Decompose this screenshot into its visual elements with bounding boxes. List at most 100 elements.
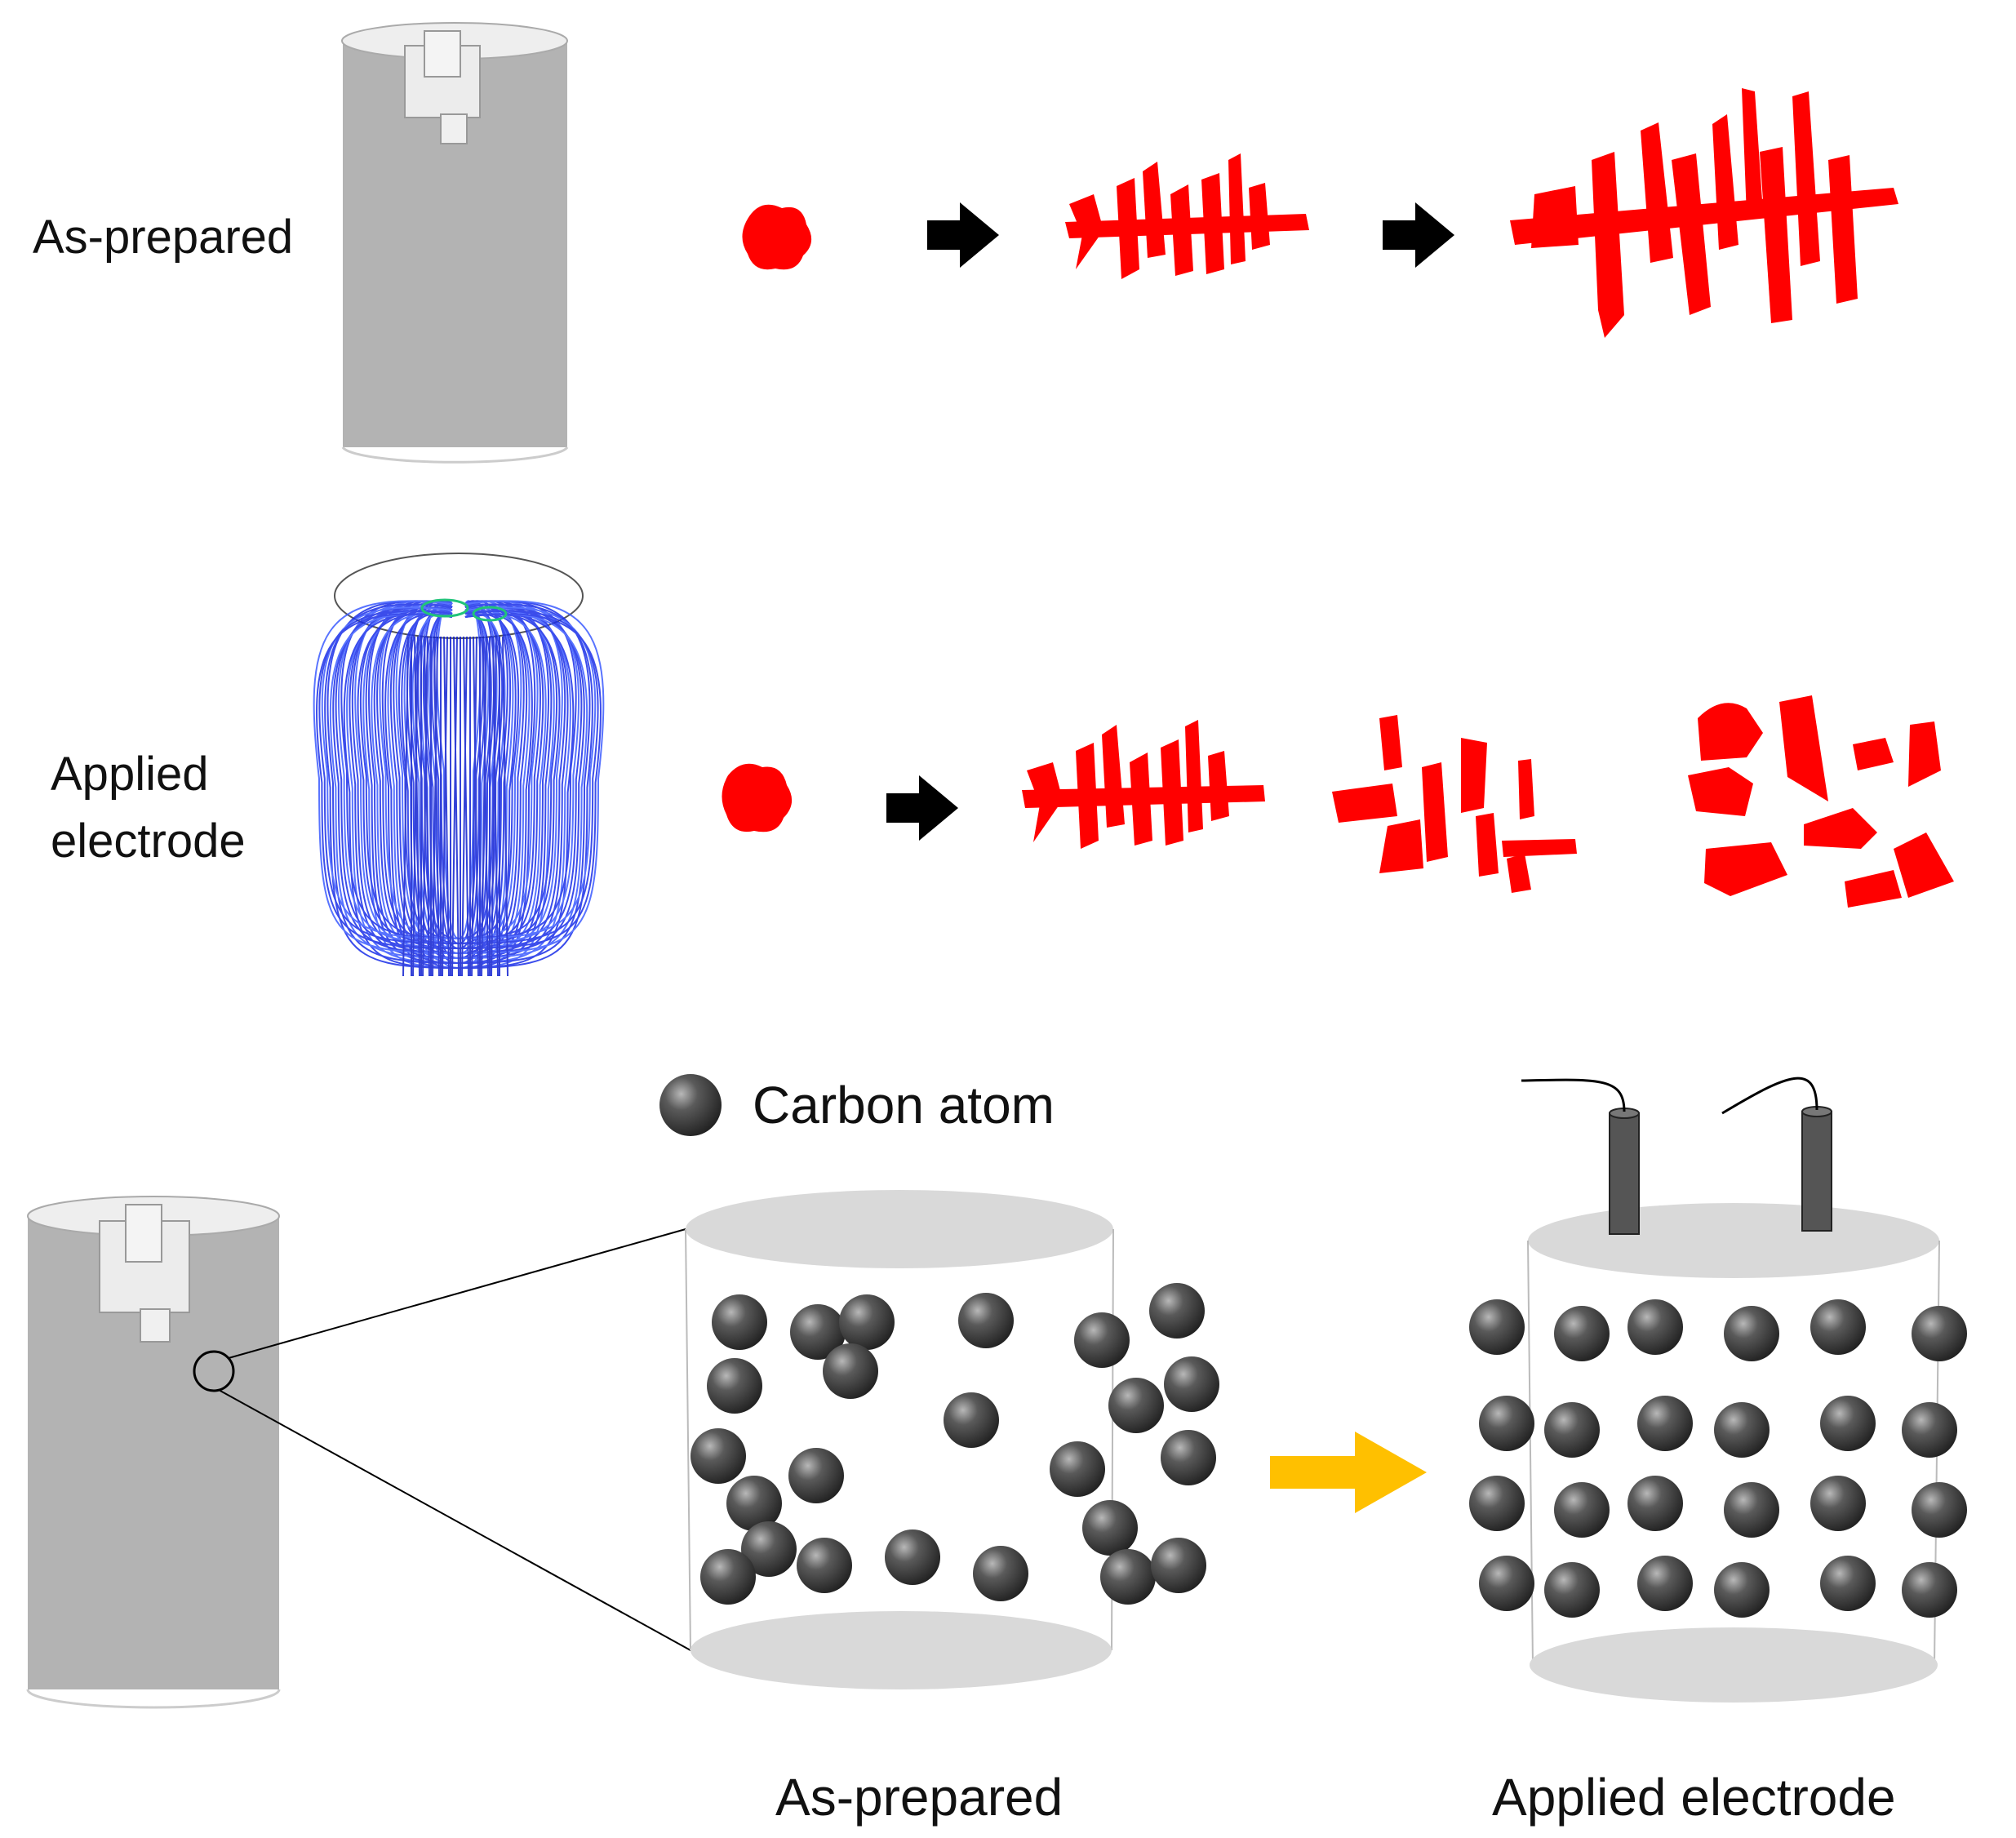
row-label-applied-line2: electrode — [51, 815, 246, 868]
carbon-atom — [944, 1392, 999, 1448]
carbon-atom — [1108, 1378, 1164, 1433]
streamline — [461, 636, 468, 977]
reactor-as-prepared-bottom — [26, 1196, 691, 1709]
carbon-atom — [1637, 1556, 1693, 1611]
carbon-atom — [1820, 1556, 1876, 1611]
carbon-atom — [788, 1448, 844, 1503]
electrode-rod-icon — [1521, 1078, 1640, 1235]
streamline — [453, 636, 460, 977]
carbon-atom — [1627, 1299, 1683, 1355]
carbon-atom — [1544, 1402, 1600, 1458]
carbon-atom — [1554, 1482, 1610, 1538]
carbon-atom — [797, 1538, 852, 1593]
carbon-atom — [1161, 1430, 1216, 1485]
carbon-atom — [1479, 1556, 1534, 1611]
carbon-atom — [839, 1294, 895, 1350]
streamline — [315, 613, 602, 950]
carbon-atom — [1724, 1306, 1779, 1361]
dendrite-medium-top — [1065, 153, 1309, 279]
electrode-rod-icon — [1721, 1077, 1832, 1232]
carbon-atom — [790, 1304, 846, 1360]
dendrite-fragments — [1688, 695, 1954, 908]
carbon-atom — [1810, 1476, 1866, 1531]
streamline — [491, 636, 497, 977]
dendrite-large-top — [1510, 88, 1898, 338]
nucleus-dot-top — [742, 204, 812, 270]
row-label-applied-line1: Applied — [51, 748, 209, 801]
carbon-atom — [741, 1521, 797, 1577]
streamline — [414, 636, 420, 977]
carbon-atom — [700, 1549, 756, 1605]
streamline — [492, 636, 499, 977]
right-arrow-icon — [886, 775, 958, 841]
streamline — [442, 636, 448, 977]
streamline — [432, 636, 438, 977]
cylinder-random-atoms — [685, 1190, 1219, 1689]
right-arrow-icon — [1270, 1432, 1427, 1513]
carbon-atom — [1554, 1306, 1610, 1361]
carbon-atom — [1469, 1299, 1525, 1355]
streamline — [473, 636, 479, 977]
reactor-streamlines — [313, 553, 605, 977]
carbon-atom — [1714, 1402, 1770, 1458]
carbon-atom — [958, 1293, 1014, 1348]
carbon-atom — [1820, 1396, 1876, 1451]
carbon-atom-icon — [659, 1074, 722, 1136]
dendrite-medium-middle — [1022, 720, 1265, 849]
carbon-atom — [973, 1546, 1028, 1601]
carbon-atom — [1627, 1476, 1683, 1531]
streamline — [433, 636, 440, 977]
nucleus-dot-middle — [722, 763, 793, 832]
streamline — [482, 636, 489, 977]
streamline — [412, 636, 419, 977]
carbon-atom — [691, 1428, 746, 1484]
streamline — [471, 636, 477, 977]
carbon-atom — [1912, 1306, 1967, 1361]
carbon-atom — [1544, 1562, 1600, 1618]
streamline — [443, 636, 450, 977]
dendrite-sequence-middle — [722, 695, 1954, 908]
carbon-atom — [1082, 1500, 1138, 1556]
carbon-atom — [1714, 1562, 1770, 1618]
streamline — [422, 636, 429, 977]
carbon-atom — [1912, 1482, 1967, 1538]
carbon-atom — [1050, 1441, 1105, 1497]
carbon-atom — [1100, 1549, 1156, 1605]
carbon-atom — [1724, 1482, 1779, 1538]
carbon-atom — [1902, 1402, 1957, 1458]
arrows-black — [886, 202, 1454, 841]
reactor-as-prepared-top — [341, 22, 569, 464]
streamline — [402, 636, 409, 977]
carbon-atom — [726, 1476, 782, 1531]
carbon-atom — [1469, 1476, 1525, 1531]
carbon-atom — [1074, 1312, 1130, 1368]
streamline — [424, 636, 430, 977]
streamline — [340, 600, 577, 940]
cylinder-ordered-atoms — [1469, 1077, 1967, 1703]
right-arrow-icon — [1383, 202, 1454, 268]
magnifier-circle-icon — [193, 1350, 235, 1392]
carbon-atom — [712, 1294, 767, 1350]
carbon-atom — [1151, 1538, 1206, 1593]
carbon-atom — [1902, 1562, 1957, 1618]
carbon-atom — [1164, 1356, 1219, 1412]
streamline — [451, 636, 458, 977]
carbon-atom — [1637, 1396, 1693, 1451]
caption-as-prepared: As-prepared — [775, 1768, 1064, 1827]
row-label-as-prepared: As-prepared — [33, 211, 294, 264]
carbon-atom — [885, 1529, 940, 1585]
carbon-atom — [707, 1358, 762, 1414]
carbon-atom — [823, 1343, 878, 1399]
carbon-atom — [1810, 1299, 1866, 1355]
dendrite-sequence-top — [742, 88, 1898, 338]
right-arrow-icon — [927, 202, 999, 268]
streamline — [481, 636, 487, 977]
caption-applied-electrode: Applied electrode — [1492, 1768, 1896, 1827]
carbon-atom — [1479, 1396, 1534, 1451]
streamline — [463, 636, 469, 977]
carbon-atom — [1149, 1283, 1205, 1339]
streamline — [502, 636, 508, 977]
dendrite-fragmenting — [1332, 715, 1577, 893]
legend-label: Carbon atom — [753, 1076, 1055, 1134]
